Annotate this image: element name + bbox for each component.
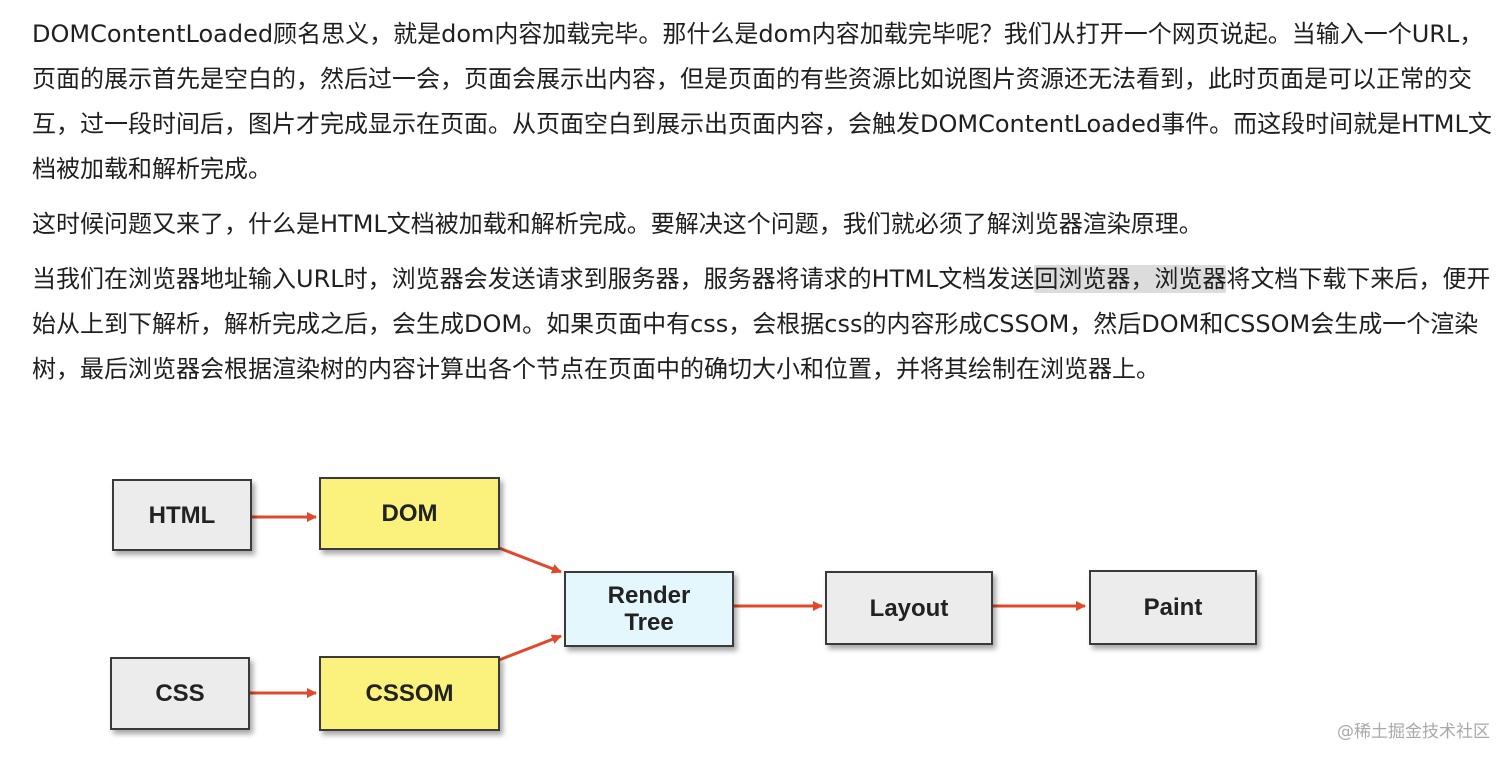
paragraph-text-start: 当我们在浏览器地址输入URL时，浏览器会发送请求到服务器，服务器将请求的HTML… (32, 265, 1035, 293)
node-layout: Layout (825, 571, 993, 645)
paragraph-question: 这时候问题又来了，什么是HTML文档被加载和解析完成。要解决这个问题，我们就必须… (32, 210, 1203, 238)
node-render-tree: Render Tree (564, 571, 734, 647)
paragraph-text-end: 将文档下载下来后，便开始从上到下解析，解析完成之后，会生成DOM。如果页面中有c… (32, 265, 1491, 383)
node-cssom: CSSOM (319, 656, 500, 731)
node-dom: DOM (319, 477, 500, 550)
diagram-arrows (250, 512, 1086, 698)
arrow-cssom-to-render-tree (498, 634, 562, 662)
article-body: DOMContentLoaded顾名思义，就是dom内容加载完毕。那什么是dom… (32, 12, 1494, 402)
node-paint: Paint (1089, 570, 1257, 645)
node-css: CSS (110, 657, 250, 730)
paragraph-render-process: 当我们在浏览器地址输入URL时，浏览器会发送请求到服务器，服务器将请求的HTML… (32, 257, 1494, 392)
text-selection-highlight: 回浏览器，浏览器 (1034, 265, 1227, 293)
arrow-dom-to-render-tree (498, 546, 562, 574)
render-pipeline-diagram: HTML DOM CSS CSSOM Render Tree Layout Pa… (0, 440, 1512, 762)
paragraph-domcontentloaded-intro: DOMContentLoaded顾名思义，就是dom内容加载完毕。那什么是dom… (32, 20, 1492, 183)
node-html: HTML (112, 479, 252, 551)
watermark-text: @稀土掘金技术社区 (1337, 722, 1490, 742)
